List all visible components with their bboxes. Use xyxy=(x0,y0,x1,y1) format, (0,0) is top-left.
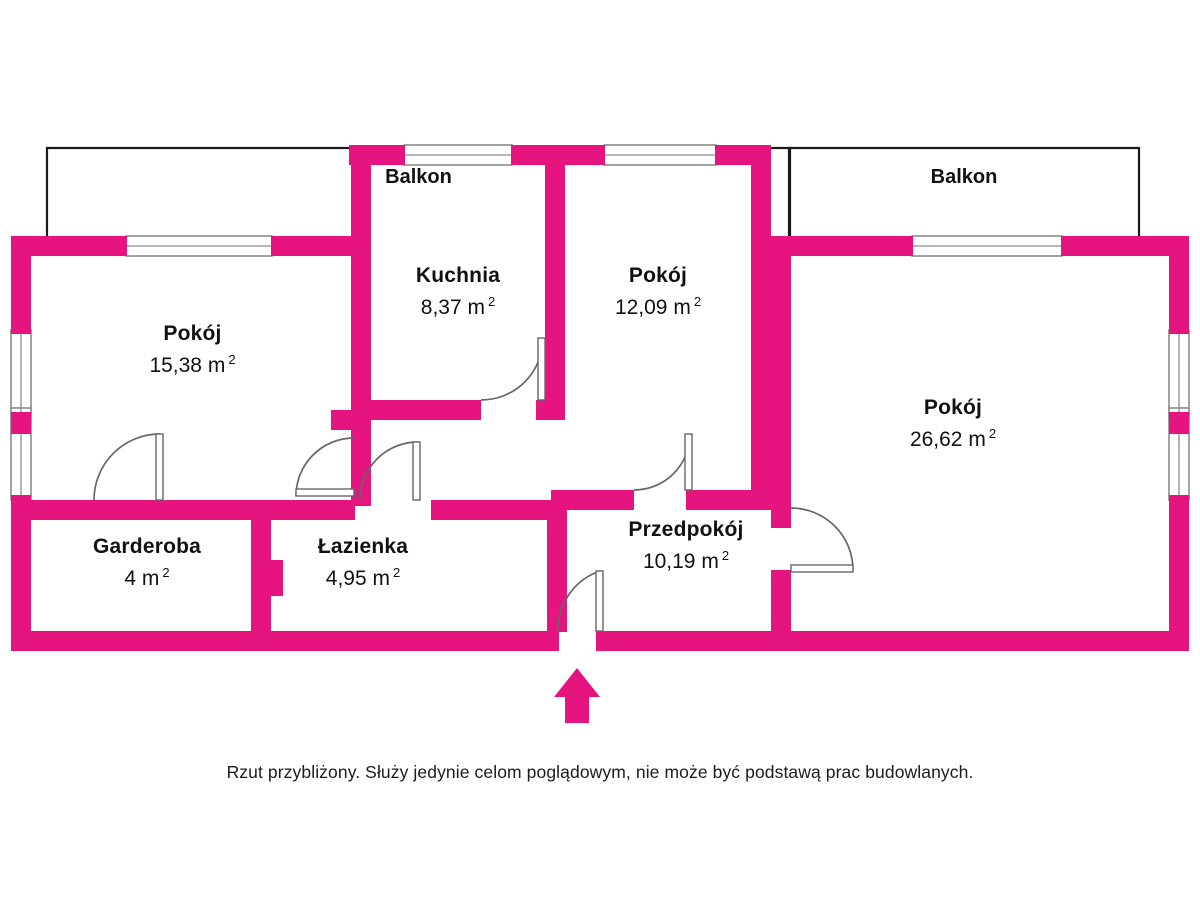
door-swings-group xyxy=(93,337,854,632)
room-name: Łazienka xyxy=(317,535,409,558)
disclaimer-text: Rzut przybliżony. Służy jedynie celom po… xyxy=(226,762,974,782)
room-name: Garderoba xyxy=(93,535,201,558)
area-unit-superscript: 2 xyxy=(162,564,170,580)
door-pokoj-center xyxy=(633,433,693,491)
door-entrance xyxy=(557,570,604,632)
room-name: Pokój xyxy=(163,322,222,345)
area-unit-superscript: 2 xyxy=(487,293,496,309)
balcony-outline-right xyxy=(787,146,1141,237)
room-name: Kuchnia xyxy=(415,264,501,287)
door-lazienka xyxy=(359,441,421,501)
room-name: Pokój xyxy=(923,396,983,419)
entrance-arrow xyxy=(554,668,600,723)
area-unit-superscript: 2 xyxy=(721,547,730,563)
door-kuchnia xyxy=(480,337,546,401)
room-name: Pokój xyxy=(628,264,688,287)
area-unit-superscript: 2 xyxy=(693,293,702,309)
room-name: Przedpokój xyxy=(628,518,744,541)
balcony-label-right: Balkon xyxy=(930,166,998,188)
door-corridor-left xyxy=(295,437,355,497)
balcony-label-left: Balkon xyxy=(385,166,452,188)
walls-group xyxy=(11,145,1189,651)
area-unit-superscript: 2 xyxy=(228,351,236,367)
door-pokoj-left xyxy=(93,433,164,501)
door-pokoj-right xyxy=(790,507,854,573)
area-unit-superscript: 2 xyxy=(988,425,997,441)
area-unit-superscript: 2 xyxy=(392,564,401,580)
